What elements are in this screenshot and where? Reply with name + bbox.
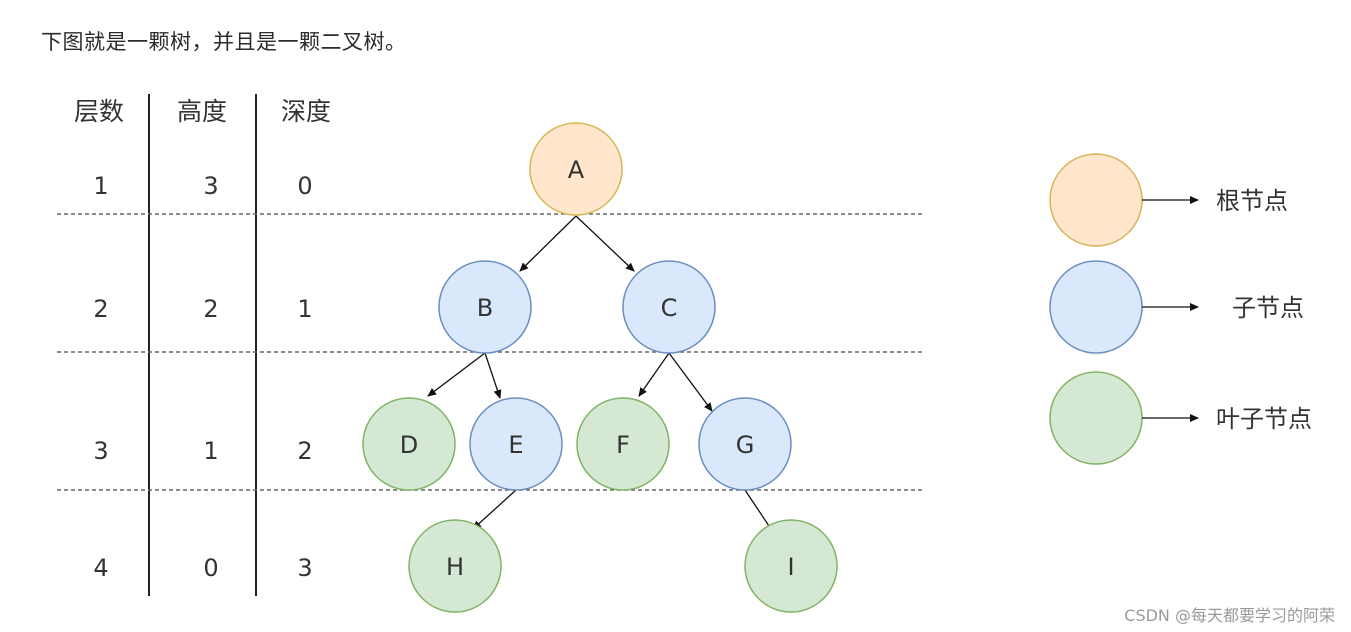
legend-child-swatch (1049, 260, 1143, 354)
legend-child-label: 子节点 (1232, 294, 1304, 322)
node-h-circle (408, 519, 502, 613)
node-d-circle (362, 397, 456, 491)
node-c: C (622, 260, 716, 354)
node-f-label: F (616, 431, 630, 459)
node-i-circle (744, 519, 838, 613)
row-4-depth: 3 (297, 554, 312, 582)
node-d: D (362, 397, 456, 491)
node-h-label: H (446, 553, 464, 581)
node-i: I (744, 519, 838, 613)
node-f: F (576, 397, 670, 491)
edge-a-c (575, 215, 635, 272)
row-1-height: 3 (203, 172, 218, 200)
row-4-level: 4 (93, 554, 108, 582)
node-i-label: I (787, 553, 794, 581)
node-f-circle (576, 397, 670, 491)
row-1-depth: 0 (297, 172, 312, 200)
node-b: B (438, 260, 532, 354)
node-g-circle (698, 397, 792, 491)
intro-text: 下图就是一颗树，并且是一颗二叉树。 (41, 30, 407, 54)
node-e-label: E (508, 431, 523, 459)
node-c-label: C (661, 294, 678, 322)
edge-a-b (519, 215, 577, 272)
legend-root-label: 根节点 (1216, 187, 1288, 215)
tree-edges (427, 215, 776, 536)
legend-leaf-swatch (1049, 371, 1143, 465)
row-3-height: 1 (203, 437, 218, 465)
row-1-level: 1 (93, 172, 108, 200)
node-d-label: D (400, 431, 418, 459)
node-e: E (469, 397, 563, 491)
node-b-circle (438, 260, 532, 354)
edge-b-d (427, 352, 486, 397)
legend-root-swatch (1049, 153, 1143, 247)
node-a-circle (529, 122, 623, 216)
node-g-label: G (736, 431, 755, 459)
row-4-height: 0 (203, 554, 218, 582)
header-height: 高度 (177, 97, 227, 126)
header-level: 层数 (74, 97, 124, 126)
legend: 根节点 子节点 叶子节点 (1049, 153, 1312, 465)
row-2-level: 2 (93, 295, 108, 323)
edge-b-e (484, 352, 502, 399)
row-2-height: 2 (203, 295, 218, 323)
legend-item-leaf: 叶子节点 (1049, 371, 1312, 465)
row-2-depth: 1 (297, 295, 312, 323)
legend-item-child: 子节点 (1049, 260, 1304, 354)
node-e-circle (469, 397, 563, 491)
node-c-circle (622, 260, 716, 354)
row-3-level: 3 (93, 437, 108, 465)
edge-c-g (668, 352, 713, 412)
row-3-depth: 2 (297, 437, 312, 465)
node-a-label: A (568, 156, 585, 184)
header-depth: 深度 (281, 97, 331, 126)
watermark: CSDN @每天都要学习的阿荣 (1124, 606, 1335, 625)
edge-c-f (638, 352, 670, 397)
legend-item-root: 根节点 (1049, 153, 1288, 247)
node-h: H (408, 519, 502, 613)
node-a: A (529, 122, 623, 216)
legend-leaf-label: 叶子节点 (1216, 405, 1312, 433)
node-b-label: B (477, 294, 493, 322)
edge-e-h (472, 489, 517, 530)
node-g: G (698, 397, 792, 491)
